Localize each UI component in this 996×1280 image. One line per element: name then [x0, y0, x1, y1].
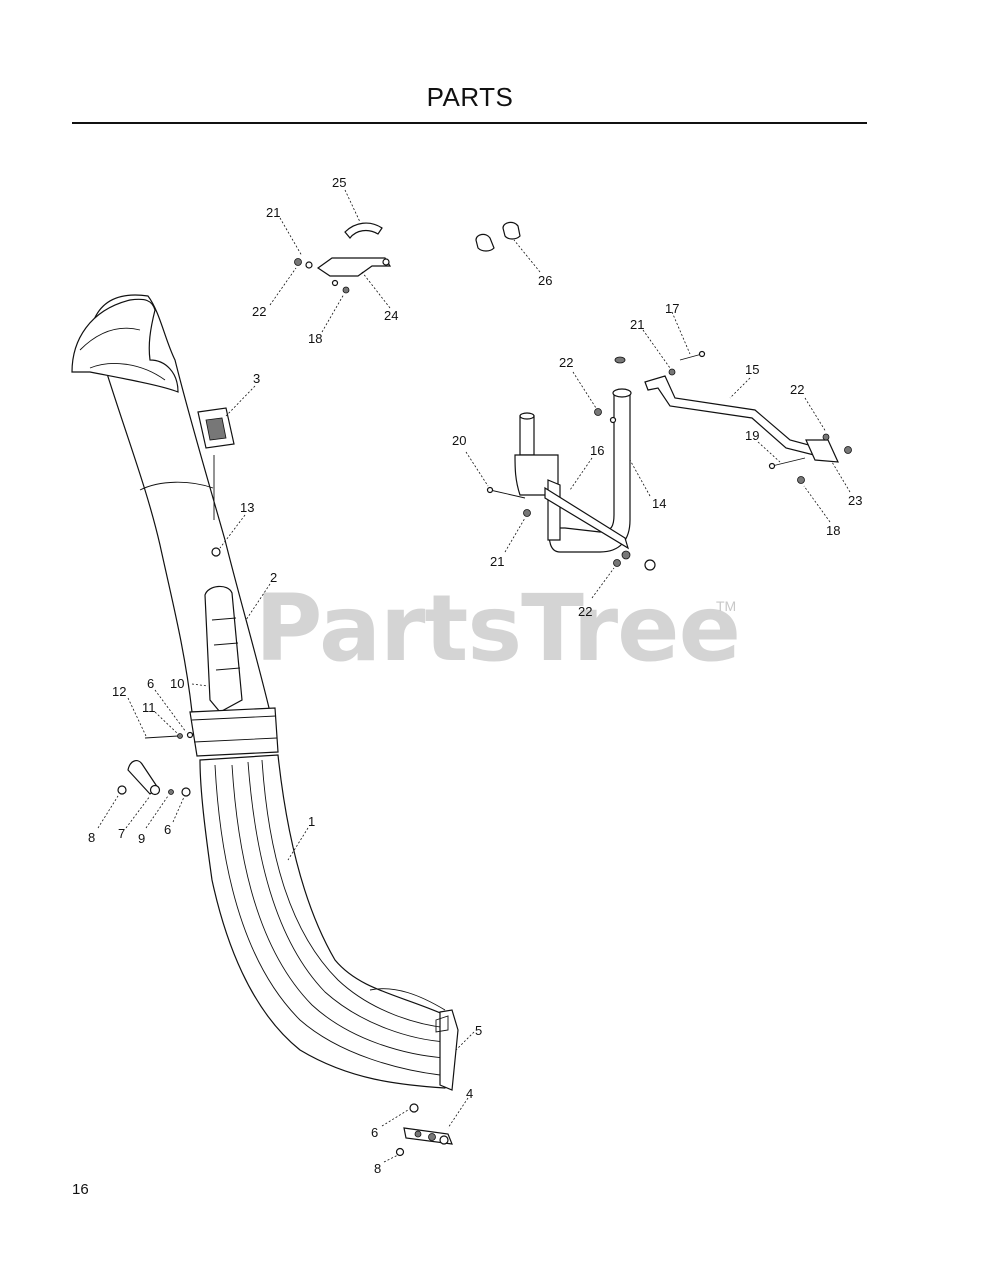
callout-22: 22	[252, 304, 266, 319]
callout-18: 18	[308, 331, 322, 346]
lower-chute	[199, 754, 454, 1089]
upright-16	[519, 415, 535, 456]
callout-22: 22	[559, 355, 573, 370]
deflector	[439, 1009, 459, 1091]
callout-18: 18	[826, 523, 840, 538]
callout-25: 25	[332, 175, 346, 190]
bushing-26b	[502, 221, 521, 240]
handle-7	[127, 760, 159, 795]
callout-24: 24	[384, 308, 398, 323]
callout-15: 15	[745, 362, 759, 377]
callout-1: 1	[308, 814, 315, 829]
callout-6: 6	[371, 1125, 378, 1140]
chute-assembly	[71, 294, 459, 1091]
callout-21: 21	[630, 317, 644, 332]
page-number: 16	[72, 1181, 89, 1198]
crossbar-16	[544, 486, 630, 550]
callout-20: 20	[452, 433, 466, 448]
callout-22: 22	[578, 604, 592, 619]
callout-7: 7	[118, 826, 125, 841]
plate-23	[805, 439, 839, 463]
callout-9: 9	[138, 831, 145, 846]
callout-11: 11	[142, 700, 156, 715]
callout-8: 8	[374, 1161, 381, 1176]
watermark-trademark: TM	[716, 598, 737, 614]
crank-assembly	[486, 350, 852, 571]
chute-hood	[71, 298, 179, 393]
upper-hardware	[294, 221, 521, 294]
callout-14: 14	[652, 496, 666, 511]
callout-17: 17	[665, 301, 679, 316]
leader-lines	[97, 189, 851, 1163]
callout-labels: 25 21 22 24 18 26 17 21 22 15 22 19 23 1…	[88, 175, 862, 1176]
callout-8: 8	[88, 830, 95, 845]
callout-6: 6	[147, 676, 154, 691]
callout-4: 4	[466, 1086, 473, 1101]
callout-12: 12	[112, 684, 126, 699]
tube-14	[548, 394, 631, 553]
callout-5: 5	[475, 1023, 482, 1038]
watermark: PartsTree	[255, 575, 741, 682]
callout-10: 10	[170, 676, 184, 691]
bottom-hardware	[395, 1103, 453, 1157]
callout-13: 13	[240, 500, 254, 515]
title-rule	[72, 122, 867, 124]
clip-25	[344, 222, 383, 239]
callout-6: 6	[164, 822, 171, 837]
bushing-26a	[475, 233, 495, 252]
bracket-24	[316, 257, 392, 277]
callout-26: 26	[538, 273, 552, 288]
callout-22: 22	[790, 382, 804, 397]
callout-19: 19	[745, 428, 759, 443]
chute-hardware	[117, 407, 235, 797]
page-title: PARTS	[426, 82, 514, 112]
chute-collar	[189, 707, 279, 757]
callout-16: 16	[590, 443, 604, 458]
callout-21: 21	[266, 205, 280, 220]
callout-3: 3	[253, 371, 260, 386]
callout-23: 23	[848, 493, 862, 508]
callout-21: 21	[490, 554, 504, 569]
callout-2: 2	[270, 570, 277, 585]
